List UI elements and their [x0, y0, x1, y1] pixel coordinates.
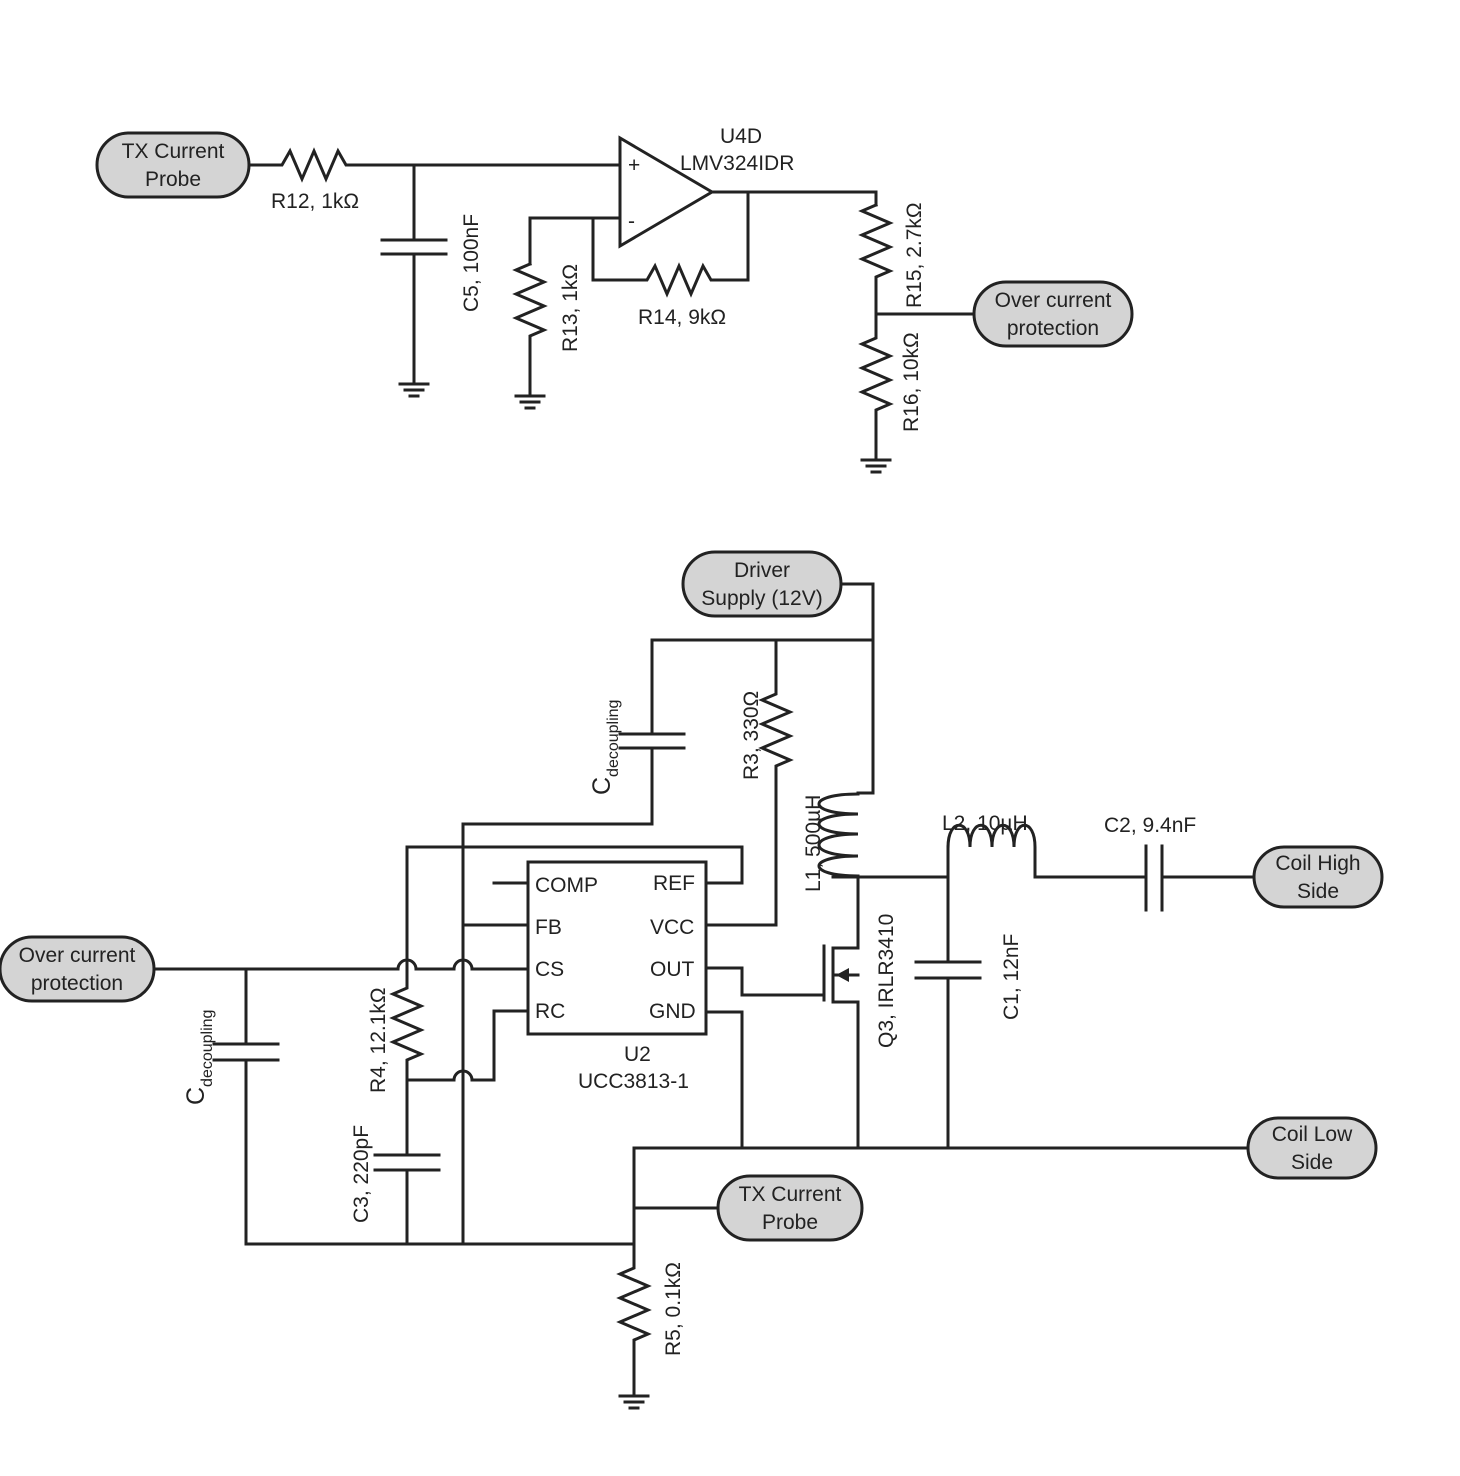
l1-leads: [856, 791, 875, 879]
r12-resistor: [247, 147, 614, 183]
r15-label: R15, 2.7kΩ: [903, 202, 926, 308]
svg-text:Driver: Driver: [734, 559, 790, 582]
gate-drive-wire: [704, 966, 826, 997]
supply-rail-wire: [839, 582, 875, 795]
opamp-minus-input-wire: [528, 216, 622, 266]
svg-text:Probe: Probe: [145, 168, 201, 191]
svg-text:Probe: Probe: [762, 1211, 818, 1234]
c5-label: C5, 100nF: [460, 214, 483, 312]
r3-resistor: [704, 638, 794, 927]
pin-cs: CS: [535, 958, 564, 981]
r16-label: R16, 10kΩ: [900, 332, 923, 432]
decoupling-top-label: Cdecoupling: [588, 700, 622, 795]
ground-symbol-r13: [514, 394, 546, 410]
r15-resistor: [858, 203, 894, 333]
l1-label: L1, 500µH: [802, 795, 825, 892]
c3-capacitor: [373, 1153, 441, 1246]
svg-text:Supply (12V): Supply (12V): [701, 587, 822, 610]
pin-fb: FB: [535, 916, 562, 939]
svg-text:Over current: Over current: [19, 944, 136, 967]
pin-vcc: VCC: [650, 916, 694, 939]
r3-label: R3, 330Ω: [740, 691, 763, 780]
ground-symbol-r16: [860, 458, 892, 474]
pwm-driver-circuit: Driver Supply (12V) Cdecoupling R3, 330Ω…: [0, 550, 1384, 1410]
svg-text:TX Current: TX Current: [739, 1183, 842, 1206]
l1-inductor: [817, 792, 860, 878]
r4-label: R4, 12.1kΩ: [367, 987, 390, 1093]
u4d-part-label: LMV324IDR: [680, 152, 794, 175]
r13-label: R13, 1kΩ: [559, 264, 582, 352]
u2-controller-ic: COMP REF FB VCC CS OUT RC GND: [526, 860, 708, 1036]
u2-ref-label: U2: [624, 1043, 651, 1066]
current-sense-amplifier: TX Current Probe R12, 1kΩ C5, 100nF + - …: [95, 125, 1134, 474]
cs-pin-wire: [152, 958, 530, 971]
svg-text:Coil Low: Coil Low: [1272, 1123, 1353, 1146]
coil-high-side-port: Coil High Side: [1252, 845, 1384, 909]
coil-low-side-port: Coil Low Side: [1246, 1116, 1378, 1180]
over-current-protection-port-left: Over current protection: [0, 935, 156, 1003]
c1-capacitor: [914, 875, 982, 1150]
c5-capacitor: [380, 163, 448, 386]
pin-rc: RC: [535, 1000, 565, 1023]
opamp-u4d: + -: [618, 135, 715, 249]
opamp-minus-sign: -: [628, 210, 635, 233]
c2-label: C2, 9.4nF: [1104, 814, 1196, 837]
ground-symbol-c5: [398, 382, 430, 398]
c3-label: C3, 220pF: [350, 1125, 373, 1223]
r12-label: R12, 1kΩ: [271, 190, 359, 213]
tx-current-probe-port-top: TX Current Probe: [95, 131, 251, 199]
over-current-protection-port-top: Over current protection: [972, 280, 1134, 348]
svg-text:TX Current: TX Current: [122, 140, 225, 163]
u2-part-label: UCC3813-1: [578, 1070, 689, 1093]
svg-text:protection: protection: [31, 972, 123, 995]
q3-label: Q3, IRLR3410: [875, 914, 898, 1048]
q3-mosfet: [822, 944, 860, 1150]
r5-label: R5, 0.1kΩ: [662, 1262, 685, 1356]
ref-pin-wire: [405, 845, 744, 962]
pin-out: OUT: [650, 958, 695, 981]
r13-resistor: [512, 262, 548, 398]
r14-feedback-resistor: [591, 190, 750, 298]
l2-label: L2, 10µH: [942, 812, 1028, 835]
pin-ref: REF: [653, 872, 695, 895]
opamp-output-wire: [710, 190, 878, 207]
svg-text:Over current: Over current: [995, 289, 1112, 312]
r16-resistor: [858, 329, 894, 462]
r5-sense-resistor: [616, 1146, 652, 1398]
driver-supply-port: Driver Supply (12V): [681, 550, 843, 618]
svg-text:protection: protection: [1007, 317, 1099, 340]
ground-symbol-r5: [618, 1394, 650, 1410]
rc-pin-wire: [405, 1009, 530, 1082]
opamp-plus-sign: +: [628, 154, 640, 177]
decoupling-capacitor-left: [212, 967, 280, 1246]
svg-text:Side: Side: [1291, 1151, 1333, 1174]
c2-capacitor: [1144, 844, 1256, 912]
l2-inductor: [946, 824, 1148, 879]
tx-current-probe-port-bottom: TX Current Probe: [716, 1174, 864, 1242]
r14-label: R14, 9kΩ: [638, 306, 726, 329]
svg-text:Side: Side: [1297, 880, 1339, 903]
r4-resistor: [389, 958, 425, 1157]
u4d-ref-label: U4D: [720, 125, 762, 148]
svg-text:Coil High: Coil High: [1275, 852, 1360, 875]
c1-label: C1, 12nF: [1000, 934, 1023, 1020]
decoupling-capacitor-top: [461, 638, 686, 1245]
decoupling-left-label: Cdecoupling: [182, 1010, 216, 1105]
pin-comp: COMP: [535, 874, 598, 897]
pin-gnd: GND: [649, 1000, 696, 1023]
